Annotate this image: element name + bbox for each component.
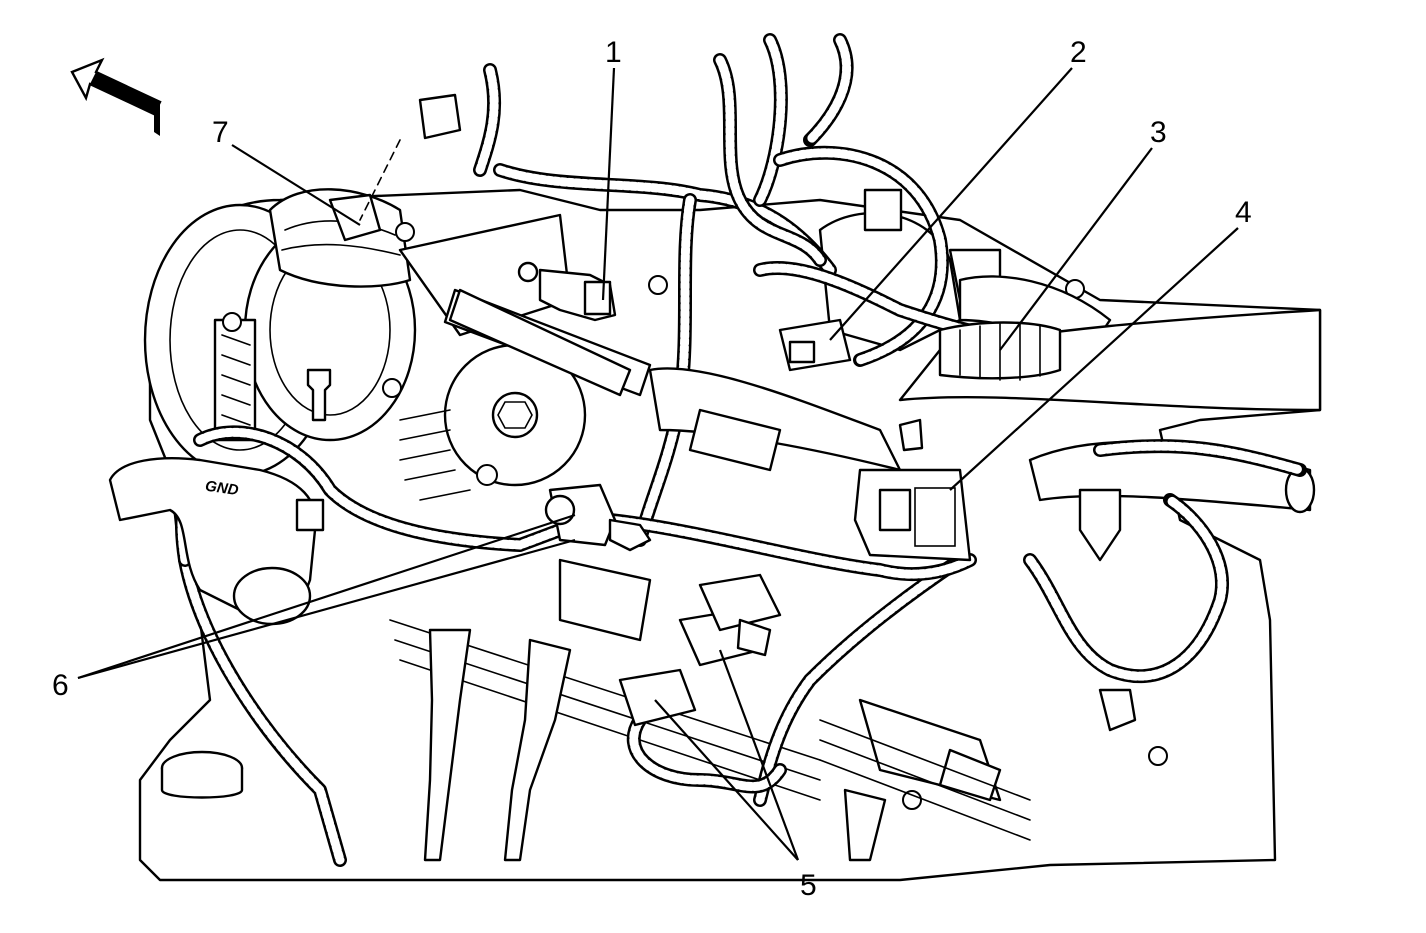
callout-6: 6 bbox=[52, 669, 69, 702]
leader-line-3 bbox=[999, 147, 1153, 351]
leader-line-5b bbox=[654, 699, 799, 861]
callout-5: 5 bbox=[800, 869, 817, 902]
gnd-marking-label: GND bbox=[204, 478, 240, 499]
callout-4: 4 bbox=[1235, 196, 1252, 229]
leader-line-6b bbox=[77, 538, 576, 680]
callout-labels: 1 2 3 4 5 6 7 bbox=[52, 36, 1252, 902]
callout-2: 2 bbox=[1070, 36, 1087, 69]
leader-line-6a bbox=[77, 513, 576, 680]
leader-line-5a bbox=[718, 649, 800, 861]
connector-item-1 bbox=[517, 261, 617, 322]
leader-line-2 bbox=[829, 67, 1073, 341]
direction-arrow-icon bbox=[70, 57, 162, 136]
connector-item-7 bbox=[328, 93, 462, 242]
harness-conduit bbox=[448, 288, 902, 472]
leader-lines bbox=[77, 67, 1239, 861]
leader-line-7 bbox=[231, 144, 361, 226]
connector-item-5 bbox=[618, 573, 782, 727]
callout-3: 3 bbox=[1150, 116, 1167, 149]
leader-line-1 bbox=[601, 67, 616, 301]
callout-7: 7 bbox=[212, 116, 229, 149]
ground-housing: GND bbox=[108, 457, 325, 626]
connector-item-4 bbox=[853, 418, 972, 562]
hose-item-3 bbox=[938, 321, 1062, 381]
callout-1: 1 bbox=[605, 36, 622, 69]
leader-line-4 bbox=[949, 227, 1239, 491]
sensor-item-6 bbox=[544, 483, 652, 552]
connector-item-2 bbox=[778, 318, 852, 372]
